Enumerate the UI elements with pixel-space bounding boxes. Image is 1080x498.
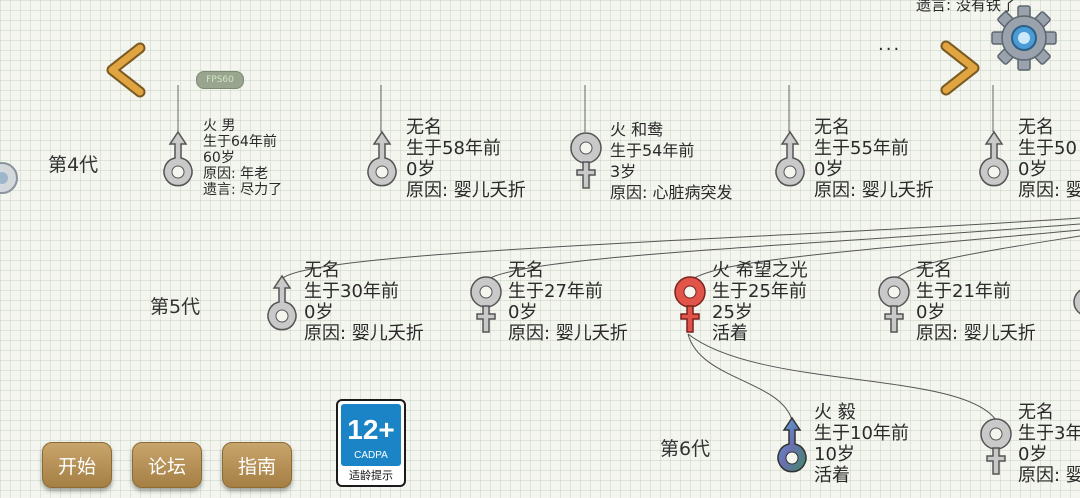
person-name: 火 毅 <box>814 402 856 423</box>
female-symbol-icon <box>470 276 502 333</box>
person-birth: 生于64年前 <box>203 134 277 150</box>
female-symbol-icon <box>878 276 910 333</box>
person-name: 无名 <box>916 260 952 281</box>
person-birth: 生于54年前 <box>610 141 695 160</box>
age-rating-number: 12+ <box>347 414 395 445</box>
person-name: 无名 <box>406 117 442 138</box>
edge-circle-icon[interactable] <box>0 160 20 196</box>
person-age: 10岁 <box>814 444 855 465</box>
female-symbol-icon <box>570 132 602 189</box>
person-age: 0岁 <box>1018 444 1048 465</box>
male-symbol-icon <box>979 130 1009 187</box>
person-name: 无名 <box>814 117 850 138</box>
person-birth: 生于27年前 <box>508 281 603 302</box>
person-cause: 原因: 婴 <box>1018 465 1080 486</box>
person-age: 0岁 <box>814 159 844 180</box>
person-cause: 原因: 婴 <box>1018 180 1080 201</box>
person-cause: 原因: 婴儿夭折 <box>304 323 424 344</box>
person-cause: 原因: 心脏病突发 <box>610 183 733 202</box>
person-age: 25岁 <box>712 302 753 323</box>
female-symbol-icon <box>674 276 706 333</box>
person-cause: 原因: 年老 <box>203 166 269 182</box>
person-name: 无名 <box>1018 117 1054 138</box>
age-rating-badge: 12+ CADPA 适龄提示 <box>336 399 406 487</box>
person-name: 火 和鸯 <box>610 120 664 139</box>
chevron-left-icon[interactable] <box>100 42 150 98</box>
start-button[interactable]: 开始 <box>42 442 112 488</box>
fps-toggle[interactable]: FPS60 <box>196 71 244 89</box>
male-symbol-icon <box>367 130 397 187</box>
forum-button[interactable]: 论坛 <box>132 442 202 488</box>
person-last-words: 遗言: 尽力了 <box>203 182 283 198</box>
person-age: 3岁 <box>610 162 637 181</box>
person-birth: 生于55年前 <box>814 138 909 159</box>
male-symbol-icon <box>777 416 807 473</box>
person-age: 0岁 <box>508 302 538 323</box>
generation-label: 第6代 <box>660 438 711 460</box>
person-name: 无名 <box>304 260 340 281</box>
person-age: 0岁 <box>304 302 334 323</box>
age-rating-panel: 12+ CADPA <box>341 404 401 466</box>
person-cause: 原因: 婴儿夭折 <box>406 180 526 201</box>
person-name: 火 希望之光 <box>712 260 808 281</box>
person-birth: 生于58年前 <box>406 138 501 159</box>
person-name: 火 男 <box>203 118 236 134</box>
person-age: 0岁 <box>406 159 436 180</box>
female-symbol-icon <box>1073 289 1080 315</box>
person-birth: 生于10年前 <box>814 423 909 444</box>
person-status: 活着 <box>814 465 850 486</box>
top-epitaph-text: 遗言: 没有铁了 <box>916 0 1016 14</box>
generation-label: 第5代 <box>150 296 201 318</box>
person-name: 无名 <box>1018 402 1054 423</box>
person-age: 60岁 <box>203 150 235 166</box>
chevron-right-icon[interactable] <box>936 40 986 96</box>
age-rating-tip: 适龄提示 <box>349 469 393 482</box>
male-symbol-icon <box>775 130 805 187</box>
age-rating-org: CADPA <box>354 450 388 461</box>
person-birth: 生于50 <box>1018 138 1077 159</box>
male-symbol-icon <box>163 130 193 187</box>
person-status: 活着 <box>712 323 748 344</box>
person-name: 无名 <box>508 260 544 281</box>
person-birth: 生于30年前 <box>304 281 399 302</box>
male-symbol-icon <box>267 274 297 331</box>
generation-label: 第4代 <box>48 154 99 176</box>
gear-icon[interactable] <box>990 4 1058 72</box>
female-symbol-icon <box>980 418 1012 475</box>
person-age: 0岁 <box>1018 159 1048 180</box>
person-cause: 原因: 婴儿夭折 <box>814 180 934 201</box>
person-birth: 生于25年前 <box>712 281 807 302</box>
person-birth: 生于3年 <box>1018 423 1080 444</box>
person-birth: 生于21年前 <box>916 281 1011 302</box>
person-cause: 原因: 婴儿夭折 <box>508 323 628 344</box>
guide-button[interactable]: 指南 <box>222 442 292 488</box>
person-cause: 原因: 婴儿夭折 <box>916 323 1036 344</box>
more-indicator: ... <box>878 34 902 55</box>
person-age: 0岁 <box>916 302 946 323</box>
